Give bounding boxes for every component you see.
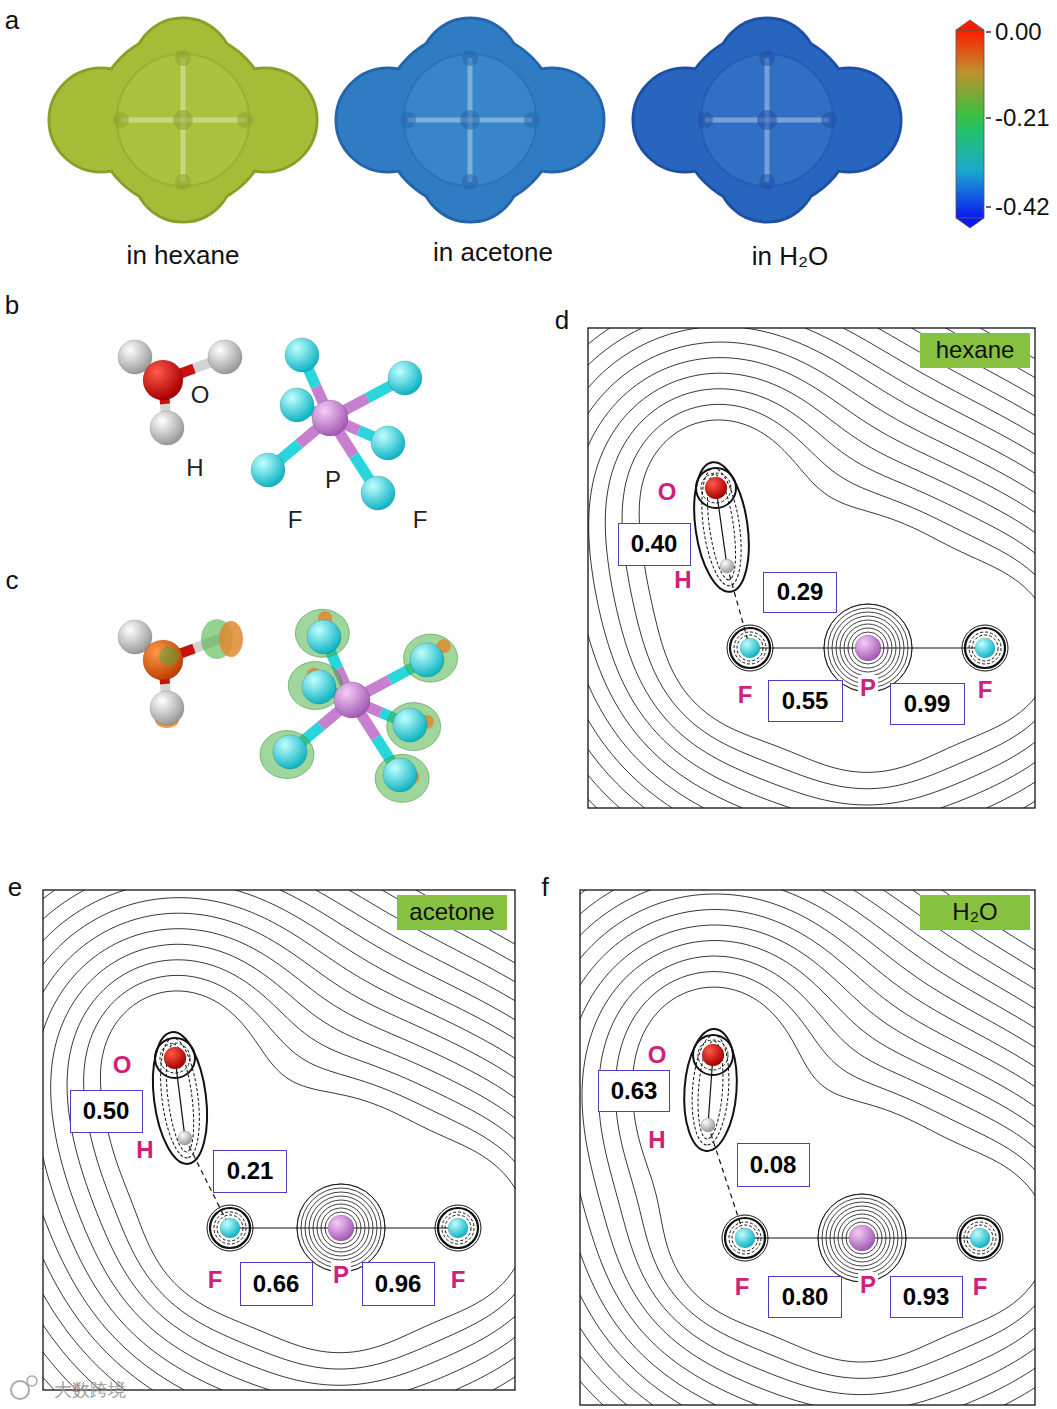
solvent-tag: acetone	[397, 895, 507, 930]
molecule-model	[118, 338, 422, 510]
charge-box: 0.55	[768, 680, 843, 722]
panel-letter: c	[6, 567, 19, 593]
charge-box: 0.08	[737, 1143, 810, 1187]
solvent-label: in acetone	[433, 239, 553, 265]
atom-symbol: H	[646, 1127, 667, 1153]
solvent-name: H₂O	[952, 899, 997, 925]
atom-symbol: O	[656, 479, 679, 505]
panel-letter: a	[5, 7, 19, 33]
atom-label: F	[288, 508, 303, 532]
colorbar-value: -0.21	[995, 106, 1050, 130]
charge-value: 0.99	[904, 691, 951, 717]
atom-label: H	[186, 456, 203, 480]
atom-symbol: F	[976, 677, 995, 703]
charge-box: 0.40	[618, 523, 691, 566]
atom-symbol: H	[672, 567, 693, 593]
charge-value: 0.63	[611, 1078, 658, 1104]
solvent-name: acetone	[409, 899, 494, 925]
panel-letter: e	[8, 874, 22, 900]
charge-value: 0.96	[375, 1271, 422, 1297]
atom-symbol: P	[858, 675, 878, 701]
atom-symbol: F	[206, 1267, 225, 1293]
charge-value: 0.21	[227, 1158, 274, 1184]
charge-value: 0.29	[777, 579, 824, 605]
watermark: 大数跨境	[54, 1381, 126, 1399]
contour-map	[41, 888, 517, 1392]
charge-value: 0.50	[83, 1098, 130, 1124]
charge-box: 0.66	[240, 1262, 313, 1306]
solvent-tag: H₂O	[920, 895, 1030, 930]
molecule-model	[118, 609, 458, 802]
contour-map	[578, 888, 1038, 1408]
charge-box: 0.99	[890, 683, 965, 725]
atom-symbol: O	[646, 1042, 669, 1068]
atom-symbol: F	[733, 1274, 752, 1300]
atom-symbol: H	[134, 1137, 155, 1163]
panel-letter: d	[555, 307, 569, 333]
charge-value: 0.93	[903, 1284, 950, 1310]
esp-surface	[336, 18, 604, 222]
colorbar-value: -0.42	[995, 195, 1050, 219]
colorbar-value: 0.00	[995, 20, 1042, 44]
esp-surface	[633, 18, 901, 222]
watermark-icon	[11, 1376, 37, 1399]
charge-box: 0.63	[598, 1070, 670, 1112]
atom-label: O	[191, 383, 210, 407]
atom-symbol: O	[111, 1052, 134, 1078]
solvent-tag: hexane	[920, 333, 1030, 368]
solvent-name: hexane	[936, 337, 1015, 363]
charge-box: 0.96	[362, 1262, 435, 1306]
color-bar	[956, 20, 991, 228]
atom-symbol: P	[858, 1272, 878, 1298]
charge-box: 0.80	[768, 1276, 842, 1318]
solvent-label: in hexane	[127, 242, 240, 268]
charge-value: 0.66	[253, 1271, 300, 1297]
charge-value: 0.80	[782, 1284, 829, 1310]
atom-symbol: F	[736, 682, 755, 708]
charge-box: 0.93	[890, 1276, 963, 1318]
atom-symbol: F	[971, 1274, 990, 1300]
charge-value: 0.40	[631, 531, 678, 557]
atom-symbol: P	[331, 1262, 351, 1288]
atom-label: F	[413, 508, 428, 532]
charge-value: 0.55	[782, 688, 829, 714]
panel-letter: b	[5, 292, 19, 318]
panel-letter: f	[541, 874, 548, 900]
atom-label: P	[325, 468, 341, 492]
atom-symbol: F	[449, 1267, 468, 1293]
charge-box: 0.21	[213, 1150, 287, 1193]
solvent-label: in H₂O	[752, 243, 829, 269]
charge-value: 0.08	[750, 1152, 797, 1178]
charge-box: 0.29	[763, 572, 837, 613]
esp-surface	[49, 18, 317, 222]
charge-box: 0.50	[70, 1090, 143, 1133]
contour-map	[586, 326, 1038, 810]
